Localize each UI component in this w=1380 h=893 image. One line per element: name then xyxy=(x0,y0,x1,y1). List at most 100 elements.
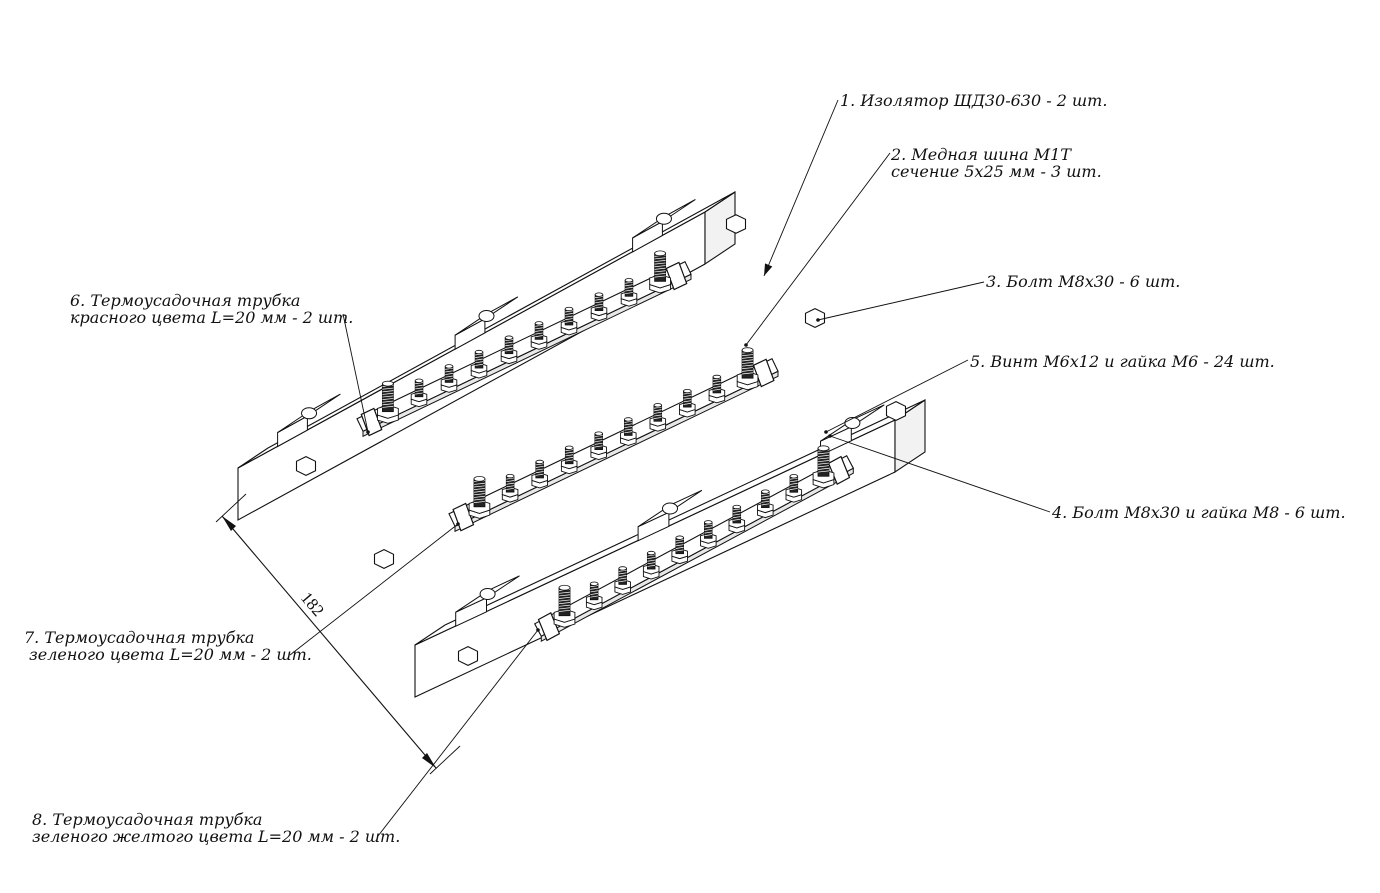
busbar-2-screw-m6-7-tip xyxy=(683,388,692,394)
busbar-1-screw-m6-5-thread-line xyxy=(535,329,543,332)
busbar-3-bolt-m8-start-thread-line xyxy=(558,602,571,605)
insulator-bolt-head xyxy=(457,645,479,667)
callout-8-yellow-green-sleeve: 8. Термоусадочная трубка зеленого желтог… xyxy=(32,811,400,845)
insulator-bolt-head xyxy=(725,214,747,234)
busbar-2-screw-m6-7-thread-line xyxy=(683,397,692,400)
leader-2 xyxy=(745,152,891,346)
busbar-2-screw-m6-5-thread-line xyxy=(624,431,633,434)
busbar-2-screw-m6-8-thread-line xyxy=(712,383,721,386)
busbar-1-screw-m6-6 xyxy=(560,306,578,336)
busbar-1-screw-m6-8-thread-line xyxy=(625,286,633,289)
insulator-right-mount-hole xyxy=(479,588,496,600)
busbar-2-bolt-m8-start-thread-line xyxy=(473,490,485,493)
busbar-2-screw-m6-6-thread-line xyxy=(653,409,662,412)
busbar-3-screw-m6-2-thread-line xyxy=(618,569,627,572)
busbar-3-bolt-m8-start-thread-line xyxy=(558,604,571,607)
busbar-2-bolt-m8-end-thread-line xyxy=(742,364,754,367)
busbar-2-screw-m6-3-thread-line xyxy=(565,451,574,454)
busbar-2-screw-m6-2-thread-line xyxy=(535,471,544,474)
busbar-2-screw-m6-1-thread-line xyxy=(506,482,515,485)
insulator-bolt-m8-2 xyxy=(373,548,395,570)
busbar-2-screw-m6-6-tip xyxy=(653,403,663,408)
busbar-1-screw-m6-8-thread-line xyxy=(625,281,633,284)
leader-6 xyxy=(342,313,369,433)
busbar-1-screw-m6-4-thread-line xyxy=(505,344,513,347)
callout-2-copper-busbar: 2. Медная шина М1Т сечение 5х25 мм - 3 ш… xyxy=(891,146,1102,180)
busbar-3-screw-m6-1-thread-line xyxy=(590,593,599,595)
busbar-2-screw-m6-1-thread-line xyxy=(506,480,515,483)
insulator-right xyxy=(414,398,926,698)
busbar-3-screw-m6-4-thread-line xyxy=(675,544,684,547)
busbar-3-screw-m6-2-thread-line xyxy=(618,577,627,580)
insulator-bolt-m8-4 xyxy=(725,214,747,234)
busbar-2-screw-m6-4-thread-line xyxy=(594,440,603,443)
busbar-1-screw-m6-8-thread-line xyxy=(625,289,633,292)
insulator-bolt-head xyxy=(804,307,826,329)
busbar-2-screw-m6-6-thread-line xyxy=(653,406,662,409)
busbar-1-screw-m6-7-thread-line xyxy=(595,306,603,309)
leader-7-dot xyxy=(456,522,460,526)
busbar-1-bolt-m8-start-thread-line xyxy=(382,390,394,393)
busbar-2-screw-m6-2-thread-line xyxy=(535,465,544,468)
busbar-2-screw-m6-8-thread-line xyxy=(712,380,721,383)
leader-1-arrowhead xyxy=(764,263,773,276)
busbar-2-screw-m6-4-tip xyxy=(594,431,603,436)
busbar-3-bolt-m8-start-thread-line xyxy=(558,594,571,597)
busbar-1-screw-m6-2 xyxy=(440,364,458,393)
dimension-value: 182 xyxy=(297,588,328,620)
busbar-2-screw-m6-4-thread-line xyxy=(594,442,603,445)
busbar-2-bolt-m8-end xyxy=(736,347,759,391)
busbar-2-screw-m6-6-thread-line xyxy=(653,414,662,417)
busbar-3-screw-m6-1-tip xyxy=(589,581,599,586)
busbar-3-sleeve-start xyxy=(537,612,561,642)
insulator-left-mount-hole xyxy=(655,212,672,225)
busbar-3-screw-m6-4 xyxy=(671,535,688,565)
busbar-3-bolt-m8-end-thread-line xyxy=(817,467,830,470)
leader-7 xyxy=(289,523,459,656)
extension-line-bottom xyxy=(429,745,461,775)
busbar-2-screw-m6-1-tip xyxy=(505,473,515,479)
busbar-3-screw-m6-7-thread-line xyxy=(761,503,770,506)
busbar-1-screw-m6-8-tip xyxy=(624,278,634,283)
busbar-3-screw-m6-6-thread-line xyxy=(732,508,741,511)
busbar-3-screw-m6-4-thread-line xyxy=(675,539,684,542)
busbar-3-bolt-m8-end-tip xyxy=(817,445,830,452)
busbar-3 xyxy=(533,445,855,643)
busbar-1-screw-m6-8-thread-line xyxy=(625,284,633,287)
insulator-right-mount-hole xyxy=(662,502,678,515)
busbar-2-screw-m6-7-thread-line xyxy=(683,402,692,405)
busbar-3-screw-m6-6-thread-line xyxy=(732,511,741,513)
callout-1-insulator: 1. Изолятор ЩД30-630 - 2 шт. xyxy=(840,92,1107,109)
busbar-1-screw-m6-1-thread-line xyxy=(415,387,423,390)
callout-8-line-2: зеленого желтого цвета L=20 мм - 2 шт. xyxy=(32,827,401,846)
insulator-bolt-head xyxy=(295,455,317,477)
busbar-1-bolt-m8-start-thread-line xyxy=(382,403,394,406)
busbar-1-bolt-m8-end-thread-line xyxy=(654,270,666,273)
busbar-3-screw-m6-3-thread-line xyxy=(647,557,656,559)
busbar-2-screw-m6-3-thread-line xyxy=(565,457,574,459)
insulator-bolt-m8-6 xyxy=(885,400,907,422)
callout-4-line-1: 4. Болт М8х30 и гайка М8 - 6 шт. xyxy=(1052,503,1346,522)
busbar-1-screw-m6-7 xyxy=(590,292,608,322)
busbar-1-screw-m6-1 xyxy=(410,378,428,408)
busbar-3-screw-m6-6 xyxy=(728,504,746,534)
leader-6-dot xyxy=(366,430,370,434)
busbar-2-bolt-m8-start-thread-line xyxy=(473,488,485,490)
busbar-2-screw-m6-7-thread-line xyxy=(683,392,692,395)
busbar-3-screw-m6-5-tip xyxy=(704,520,713,525)
busbar-3-bolt-m8-start xyxy=(553,584,576,628)
busbar-1-screw-m6-3-thread-line xyxy=(475,358,483,361)
busbar-2-bolt-m8-end-thread-line xyxy=(742,354,754,357)
busbar-3-bolt-m8-end-thread-line xyxy=(817,462,830,465)
busbar-2-sleeve-end xyxy=(752,358,775,388)
busbar-3-screw-m6-1-thread-line xyxy=(590,585,599,588)
busbar-2-screw-m6-3-thread-line xyxy=(565,459,574,462)
busbar-1-sleeve-start xyxy=(360,407,383,437)
busbar-3-bolt-m8-start-thread-line xyxy=(558,607,571,610)
busbar-1-screw-m6-5-tip xyxy=(534,321,544,326)
busbar-1-screw-m6-1-thread-line xyxy=(415,392,423,395)
callout-6-line-2: красного цвета L=20 мм - 2 шт. xyxy=(70,308,354,327)
busbar-1-bolt-m8-end-tip xyxy=(654,250,667,257)
busbar-3-screw-m6-4-thread-line xyxy=(675,549,684,552)
